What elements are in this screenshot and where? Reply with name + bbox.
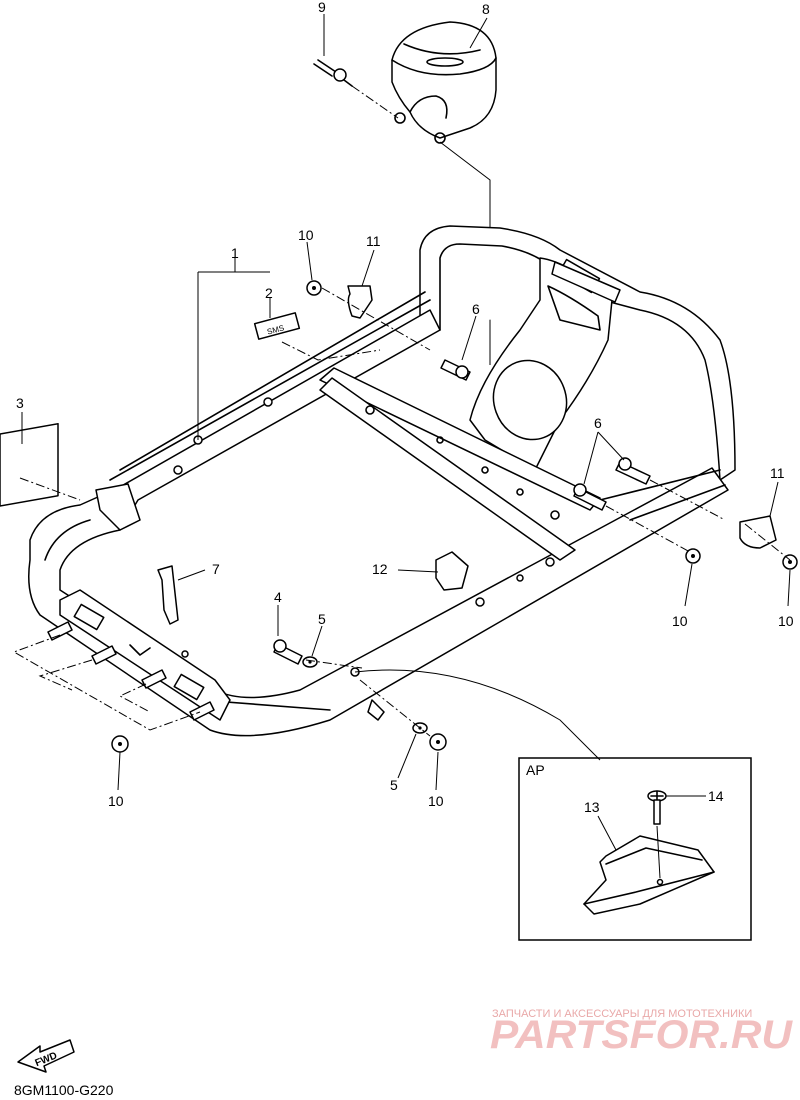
callout-7: 7	[212, 561, 220, 577]
svg-text:SMS: SMS	[266, 323, 285, 336]
callout-11-left: 11	[366, 233, 381, 249]
clamp-part	[435, 551, 469, 591]
bolt-axis-line	[649, 479, 726, 521]
inset-leader-line	[354, 669, 601, 761]
stud-axis-line-3	[118, 683, 151, 713]
pin-part	[313, 59, 353, 87]
callout-10-bottom: 10	[428, 793, 444, 809]
screw-part	[647, 790, 667, 825]
nut-part	[111, 280, 798, 753]
watermark-logo: PARTSFOR.RU	[490, 1013, 793, 1057]
callout-2: 2	[265, 285, 273, 301]
callout-5-lower: 5	[390, 777, 398, 793]
callout-14: 14	[708, 788, 724, 804]
diagram-code: 8GM1100-G220	[14, 1082, 114, 1098]
callout-10-far-right: 10	[778, 613, 794, 629]
bracket-part-left	[347, 285, 373, 319]
callout-8: 8	[482, 1, 490, 17]
stud-part	[47, 621, 215, 721]
bolt-part	[273, 359, 651, 665]
callout-12: 12	[372, 561, 388, 577]
callout-leaders	[21, 14, 791, 791]
screw-axis-line	[656, 825, 661, 879]
callout-11-right: 11	[770, 465, 785, 481]
washer-axis-line-2	[305, 659, 363, 669]
callout-10-right: 10	[672, 613, 688, 629]
callout-13-leader	[597, 815, 617, 851]
watermark-caption: ЗАПЧАСТИ И АКСЕССУАРЫ ДЛЯ МОТОТЕХНИКИ	[492, 1008, 752, 1020]
washer-axis-line	[359, 679, 431, 737]
number-plate-part	[0, 423, 59, 507]
callout-10-top: 10	[298, 227, 314, 243]
inset-box	[518, 757, 752, 941]
frame-part	[28, 225, 736, 737]
bolt-axis-line-2	[605, 505, 691, 553]
stud-axis-line	[12, 634, 201, 731]
washer-part	[302, 656, 428, 734]
clip-part: SMS	[253, 312, 301, 340]
callout-13: 13	[584, 799, 600, 815]
inset-label: AP	[526, 762, 545, 778]
callout-6-right: 6	[594, 415, 602, 431]
callout-1: 1	[231, 245, 239, 261]
clip-line	[281, 341, 381, 361]
fwd-arrow-icon: FWD	[17, 1039, 75, 1073]
callout-9: 9	[318, 0, 326, 15]
stud-axis-line-2	[38, 659, 93, 691]
seat-cushion-part	[391, 21, 497, 144]
callout-3: 3	[16, 395, 24, 411]
callout-6-upper: 6	[472, 301, 480, 317]
plate-axis-line	[19, 477, 81, 501]
callout-10-left: 10	[108, 793, 124, 809]
cover-part	[583, 835, 715, 915]
bracket-part-right	[739, 515, 777, 549]
callout-5-upper: 5	[318, 611, 326, 627]
pin-axis-line	[351, 85, 399, 119]
callout-4: 4	[274, 589, 282, 605]
nut-axis-line	[321, 287, 431, 351]
cable-tie-part	[157, 565, 179, 625]
